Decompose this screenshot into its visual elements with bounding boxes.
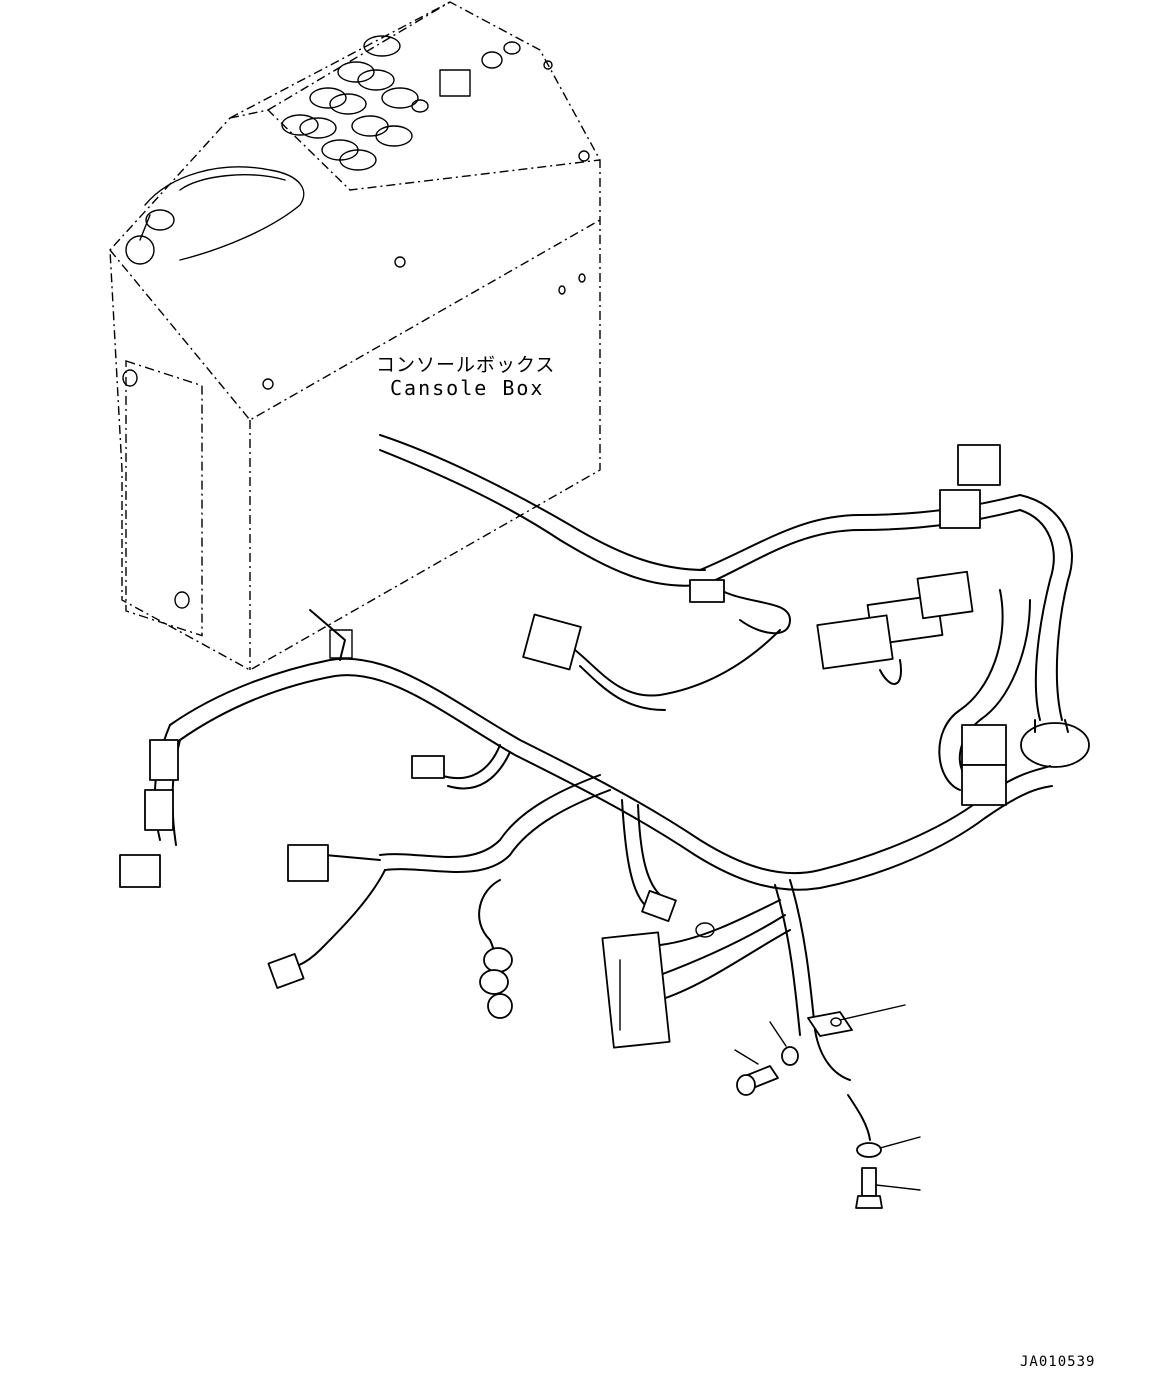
switch-panel [281, 35, 521, 171]
drawing-code: JA010539 [1020, 1354, 1096, 1370]
console-box-label-en: Cansole Box [390, 376, 545, 400]
control-lever [125, 166, 305, 265]
console-box [109, 1, 601, 671]
wiring-harness [119, 434, 1090, 1081]
console-box-label-jp: コンソールボックス [376, 354, 556, 376]
clamp-hardware [734, 1004, 921, 1209]
